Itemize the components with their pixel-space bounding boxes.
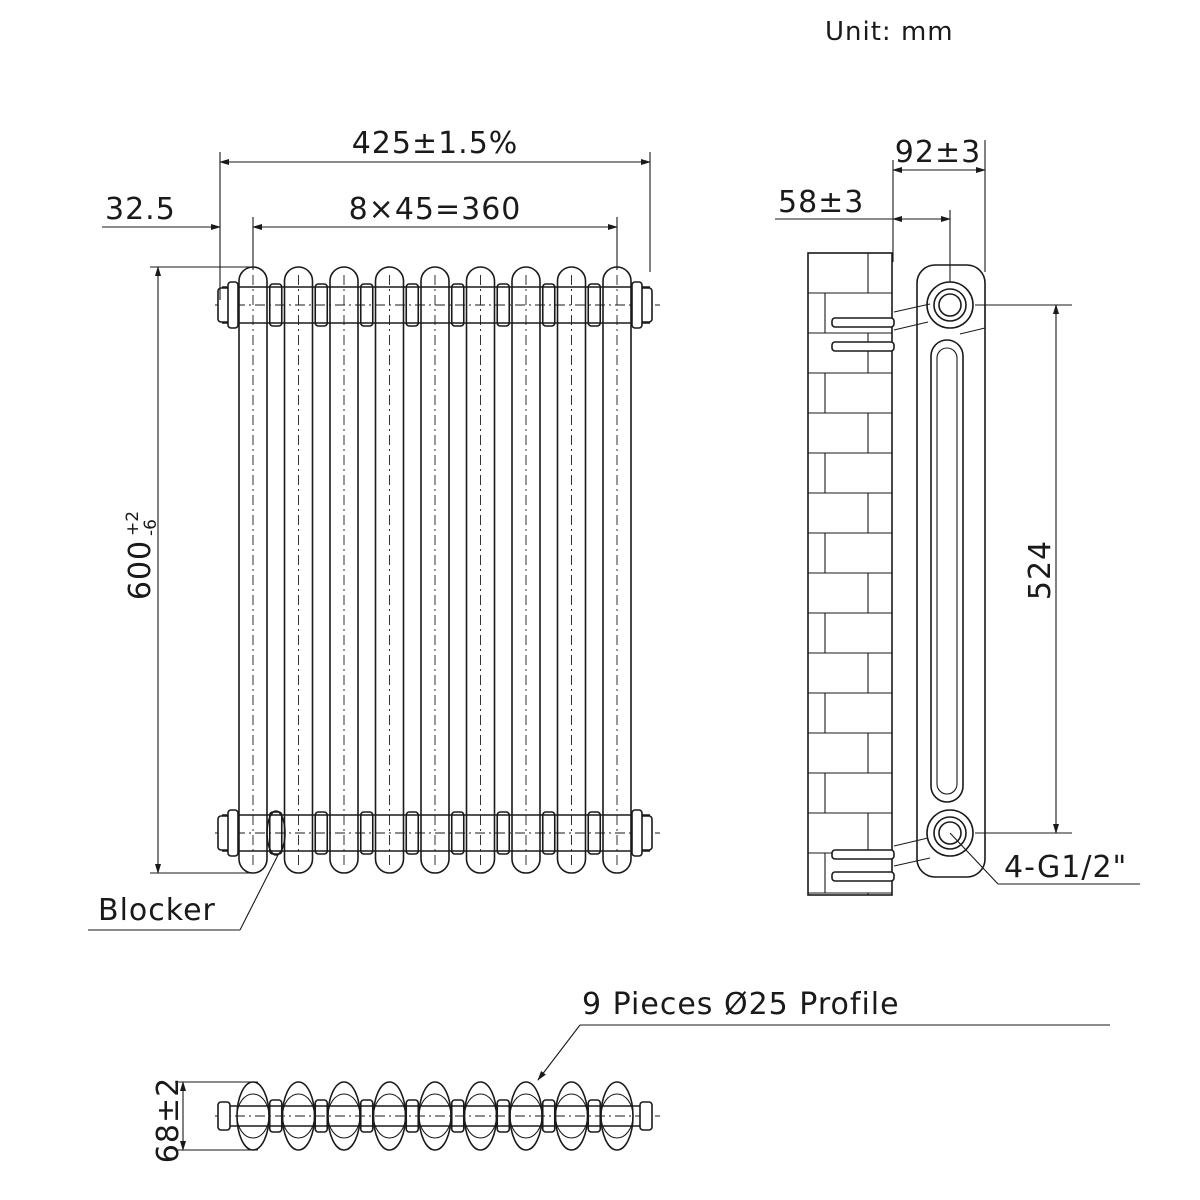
top-bracket <box>831 303 986 352</box>
front-columns <box>238 266 632 874</box>
top-connector <box>926 281 974 329</box>
wall-to-centre-label: 58±3 <box>778 185 864 220</box>
blocker-label: Blocker <box>98 893 216 928</box>
brick-wall <box>807 252 893 896</box>
right-bottom-plug <box>631 809 653 857</box>
side-column-inner <box>936 347 958 795</box>
wall-outline <box>807 252 893 896</box>
column-pitch-label: 8×45=360 <box>349 192 522 227</box>
blocker-shape <box>266 810 286 856</box>
plan-right-plug <box>639 1101 653 1131</box>
bottom-bracket <box>831 837 931 882</box>
pipe-centres-label: 524 <box>1023 540 1058 600</box>
height-tol-lower: -6 <box>141 519 161 536</box>
blocker-leader <box>239 854 279 931</box>
side-column-slot <box>930 339 964 803</box>
connection-leader <box>949 832 999 885</box>
side-body <box>916 264 986 878</box>
height-tol-upper: +2 <box>123 511 143 536</box>
height-label-group: 600 +2 -6 <box>123 511 161 600</box>
profile-leader <box>537 1024 581 1081</box>
left-bottom-plug <box>217 809 239 857</box>
overall-width-label: 425±1.5% <box>352 126 519 161</box>
right-top-plug <box>631 281 653 329</box>
profile-label: 9 Pieces Ø25 Profile <box>582 987 900 1022</box>
plan-depth-label: 68±2 <box>151 1077 186 1163</box>
bottom-connector <box>926 809 974 857</box>
side-view: 92±3 58±3 524 4-G1/2" <box>775 135 1140 896</box>
left-top-plug <box>217 281 239 329</box>
depth-total-label: 92±3 <box>895 135 981 170</box>
edge-offset-label: 32.5 <box>105 192 176 227</box>
plan-left-plug <box>217 1101 231 1131</box>
height-label: 600 <box>123 540 158 600</box>
connection-label: 4-G1/2" <box>1004 850 1127 885</box>
front-view: 425±1.5% 8×45=360 32.5 600 +2 -6 Blocker <box>88 126 660 931</box>
plan-view: 68±2 9 Pieces Ø25 Profile <box>151 987 1110 1163</box>
unit-label: Unit: mm <box>825 17 954 47</box>
